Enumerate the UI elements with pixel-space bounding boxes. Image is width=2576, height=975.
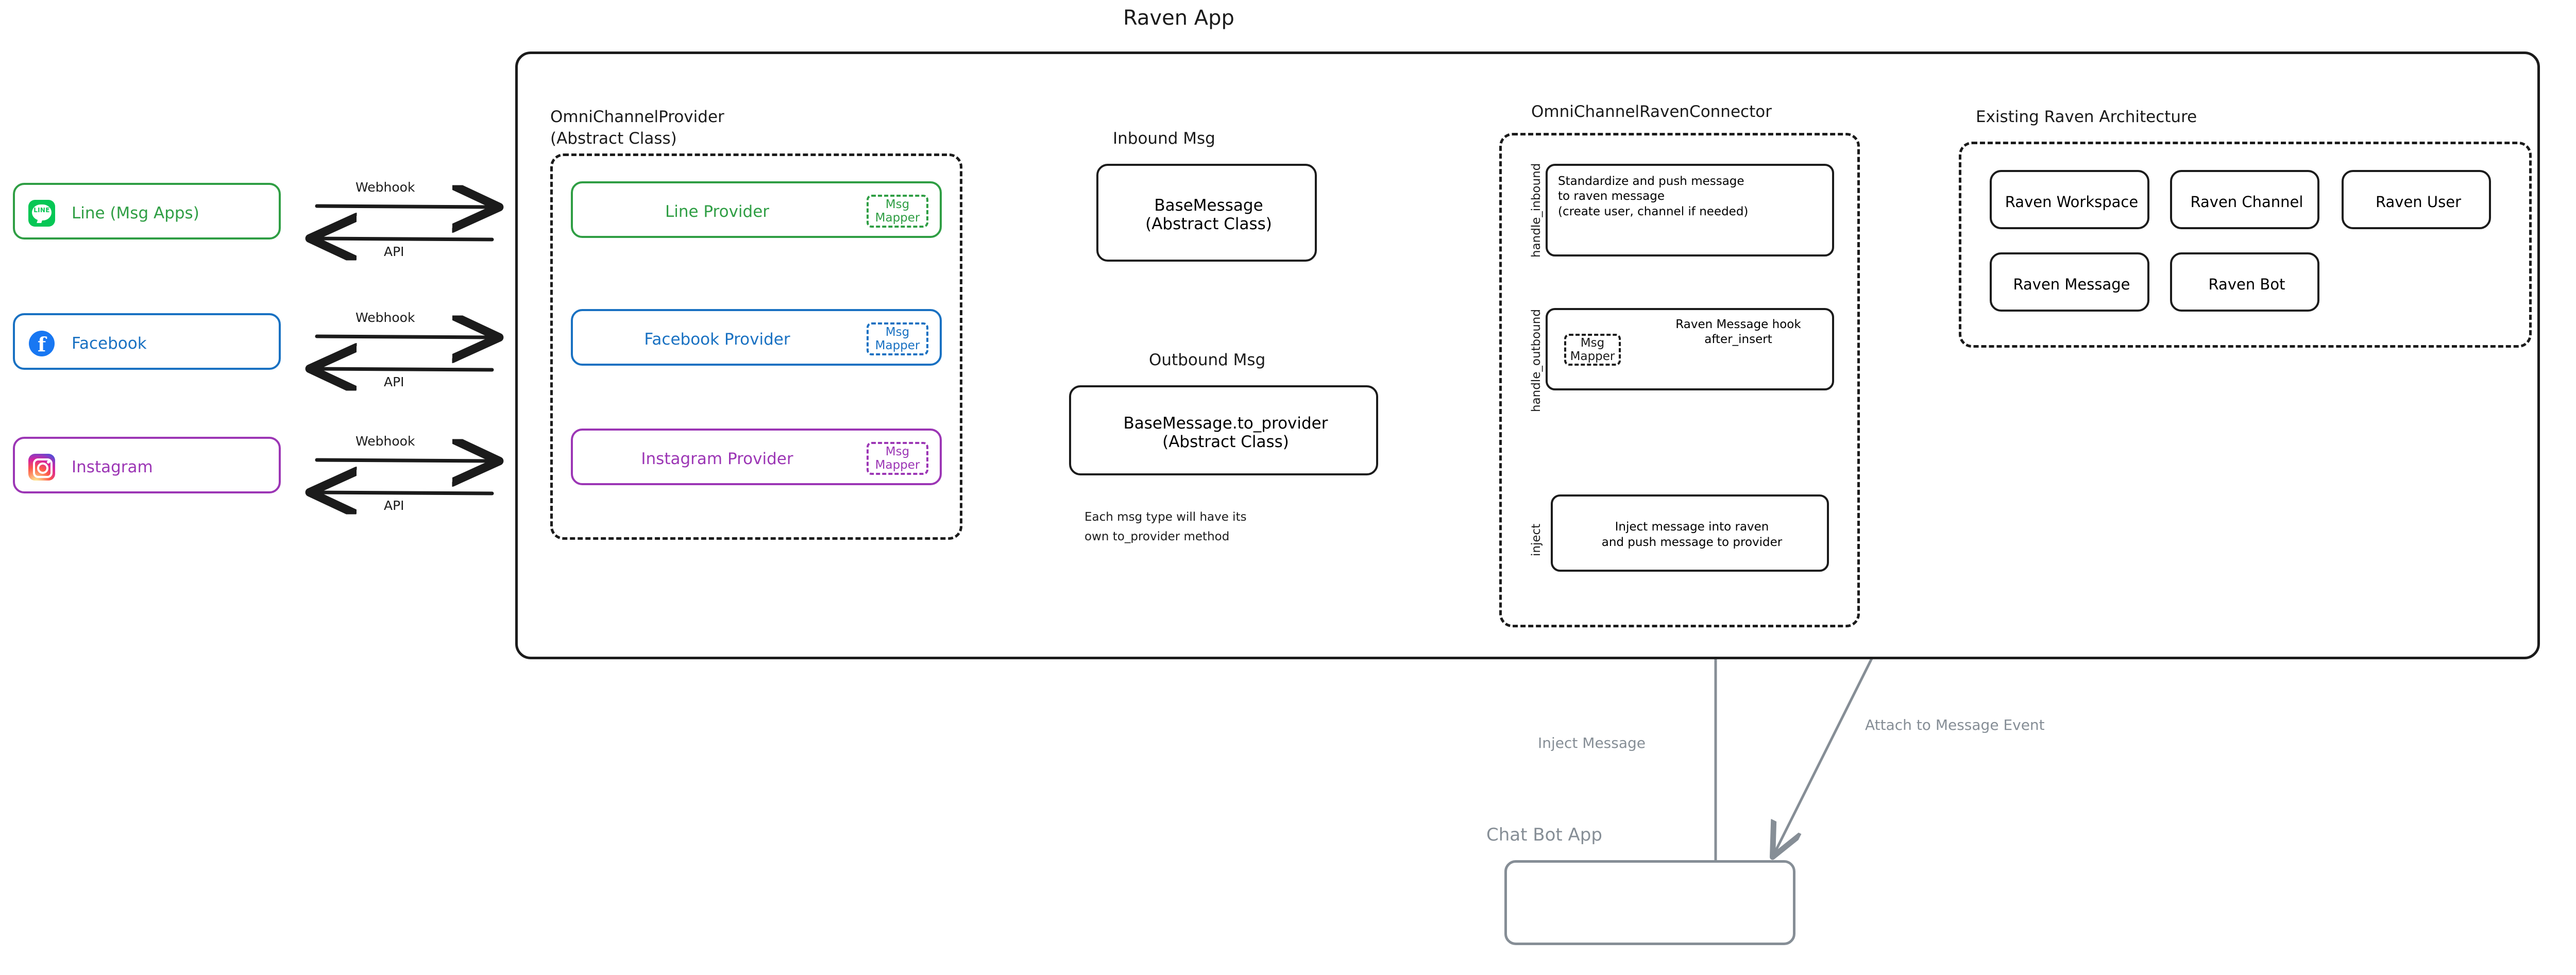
- basemessage-box[interactable]: BaseMessage (Abstract Class): [1096, 164, 1317, 262]
- msg-mapper-line-l2: Mapper: [875, 211, 920, 225]
- label-line-webhook: Webhook: [355, 180, 415, 195]
- omnichannelprovider-group: [550, 153, 962, 540]
- basemessage-to-provider-box[interactable]: BaseMessage.to_provider (Abstract Class): [1069, 385, 1378, 475]
- channel-card-line[interactable]: LINE Line (Msg Apps): [13, 183, 281, 240]
- msg-mapper-connector-l1: Msg: [1580, 336, 1605, 350]
- basemessage-line2: (Abstract Class): [1145, 215, 1272, 233]
- raven-entity-user-label: Raven User: [2376, 193, 2461, 211]
- provider-label-instagram: Instagram Provider: [641, 450, 793, 468]
- channel-label-line: Line (Msg Apps): [72, 204, 199, 223]
- arrow-line-api: [317, 238, 494, 240]
- inbound-heading: Inbound Msg: [1113, 129, 1215, 148]
- lane-label-inject: inject: [1530, 523, 1543, 556]
- msg-mapper-connector-l2: Mapper: [1570, 350, 1615, 363]
- omnichannelprovider-title-line1: OmniChannelProvider: [550, 108, 724, 126]
- outbound-note-line2: own to_provider method: [1084, 530, 1230, 543]
- raven-entity-workspace[interactable]: Raven Workspace: [1990, 170, 2149, 229]
- label-facebook-webhook: Webhook: [355, 310, 415, 325]
- lane-label-handle-inbound: handle_inbound: [1530, 163, 1543, 258]
- channel-label-instagram: Instagram: [72, 458, 153, 476]
- arrow-instagram-api: [317, 492, 494, 493]
- outbound-box-line1: BaseMessage.to_provider: [1123, 414, 1328, 433]
- connector-lane-inject-box[interactable]: Inject message into raven and push messa…: [1551, 494, 1829, 572]
- raven-entity-bot[interactable]: Raven Bot: [2170, 252, 2319, 312]
- label-line-api: API: [384, 244, 404, 259]
- outbound-heading: Outbound Msg: [1149, 351, 1266, 369]
- provider-card-instagram[interactable]: Instagram Provider Msg Mapper: [571, 429, 942, 485]
- raven-entity-channel[interactable]: Raven Channel: [2170, 170, 2319, 229]
- provider-label-facebook: Facebook Provider: [644, 330, 790, 349]
- raven-app-container: [515, 52, 2540, 659]
- channel-label-facebook: Facebook: [72, 334, 147, 353]
- attach-to-message-event-label: Attach to Message Event: [1865, 716, 2045, 733]
- raven-entity-channel-label: Raven Channel: [2190, 193, 2303, 211]
- inject-lane-line1: Inject message into raven: [1615, 520, 1769, 534]
- raven-entity-bot-label: Raven Bot: [2208, 275, 2285, 293]
- raven-entity-message[interactable]: Raven Message: [1990, 252, 2149, 312]
- inbound-lane-line2: to raven message: [1558, 190, 1665, 203]
- outbound-lane-line2: after_insert: [1704, 333, 1772, 347]
- chatbot-title: Chat Bot App: [1486, 825, 1602, 845]
- inbound-lane-line1: Standardize and push message: [1558, 175, 1744, 188]
- line-icon: LINE: [28, 200, 55, 227]
- chatbot-app-box[interactable]: [1504, 860, 1795, 945]
- instagram-icon: [28, 454, 55, 481]
- msg-mapper-line: Msg Mapper: [867, 195, 928, 228]
- channel-card-instagram[interactable]: Instagram: [13, 437, 281, 493]
- raven-architecture-title: Existing Raven Architecture: [1976, 108, 2197, 126]
- arrow-instagram-webhook: [315, 460, 492, 461]
- connector-lane-outbound-box[interactable]: Raven Message hook after_insert Msg Mapp…: [1546, 308, 1834, 390]
- provider-card-facebook[interactable]: Facebook Provider Msg Mapper: [571, 309, 942, 366]
- connector-title: OmniChannelRavenConnector: [1531, 102, 1772, 121]
- channel-card-facebook[interactable]: f Facebook: [13, 313, 281, 370]
- inject-lane-line2: and push message to provider: [1601, 536, 1783, 549]
- page-title: Raven App: [1123, 6, 1234, 30]
- msg-mapper-instagram-l2: Mapper: [875, 458, 920, 472]
- msg-mapper-connector: Msg Mapper: [1564, 334, 1621, 366]
- msg-mapper-facebook-l2: Mapper: [875, 339, 920, 352]
- arrow-facebook-api: [317, 369, 494, 370]
- omnichannelravenconnector-group: [1499, 133, 1860, 627]
- lane-label-handle-outbound: handle_outbound: [1530, 309, 1543, 412]
- label-facebook-api: API: [384, 374, 404, 389]
- raven-entity-workspace-label: Raven Workspace: [2005, 193, 2139, 211]
- arrow-line-webhook: [315, 206, 492, 207]
- facebook-icon: f: [28, 330, 55, 357]
- raven-entity-message-label: Raven Message: [2013, 275, 2130, 293]
- outbound-lane-line1: Raven Message hook: [1675, 318, 1801, 331]
- msg-mapper-line-l1: Msg: [885, 197, 910, 211]
- msg-mapper-facebook-l1: Msg: [885, 325, 910, 339]
- arrow-facebook-webhook: [315, 336, 492, 337]
- provider-label-line: Line Provider: [665, 202, 770, 221]
- msg-mapper-instagram-l1: Msg: [885, 444, 910, 458]
- msg-mapper-instagram: Msg Mapper: [867, 442, 928, 475]
- label-instagram-webhook: Webhook: [355, 434, 415, 449]
- msg-mapper-facebook: Msg Mapper: [867, 322, 928, 355]
- outbound-box-line2: (Abstract Class): [1162, 432, 1289, 451]
- omnichannelprovider-title-line2: (Abstract Class): [550, 129, 677, 148]
- provider-card-line[interactable]: Line Provider Msg Mapper: [571, 181, 942, 238]
- basemessage-line1: BaseMessage: [1154, 196, 1263, 215]
- raven-architecture-group: [1959, 142, 2532, 348]
- inbound-lane-line3: (create user, channel if needed): [1558, 204, 1749, 218]
- outbound-note-line1: Each msg type will have its: [1084, 510, 1247, 524]
- raven-entity-user[interactable]: Raven User: [2342, 170, 2491, 229]
- inject-message-label: Inject Message: [1538, 734, 1646, 751]
- label-instagram-api: API: [384, 498, 404, 513]
- connector-lane-inbound-box[interactable]: Standardize and push message to raven me…: [1546, 164, 1834, 256]
